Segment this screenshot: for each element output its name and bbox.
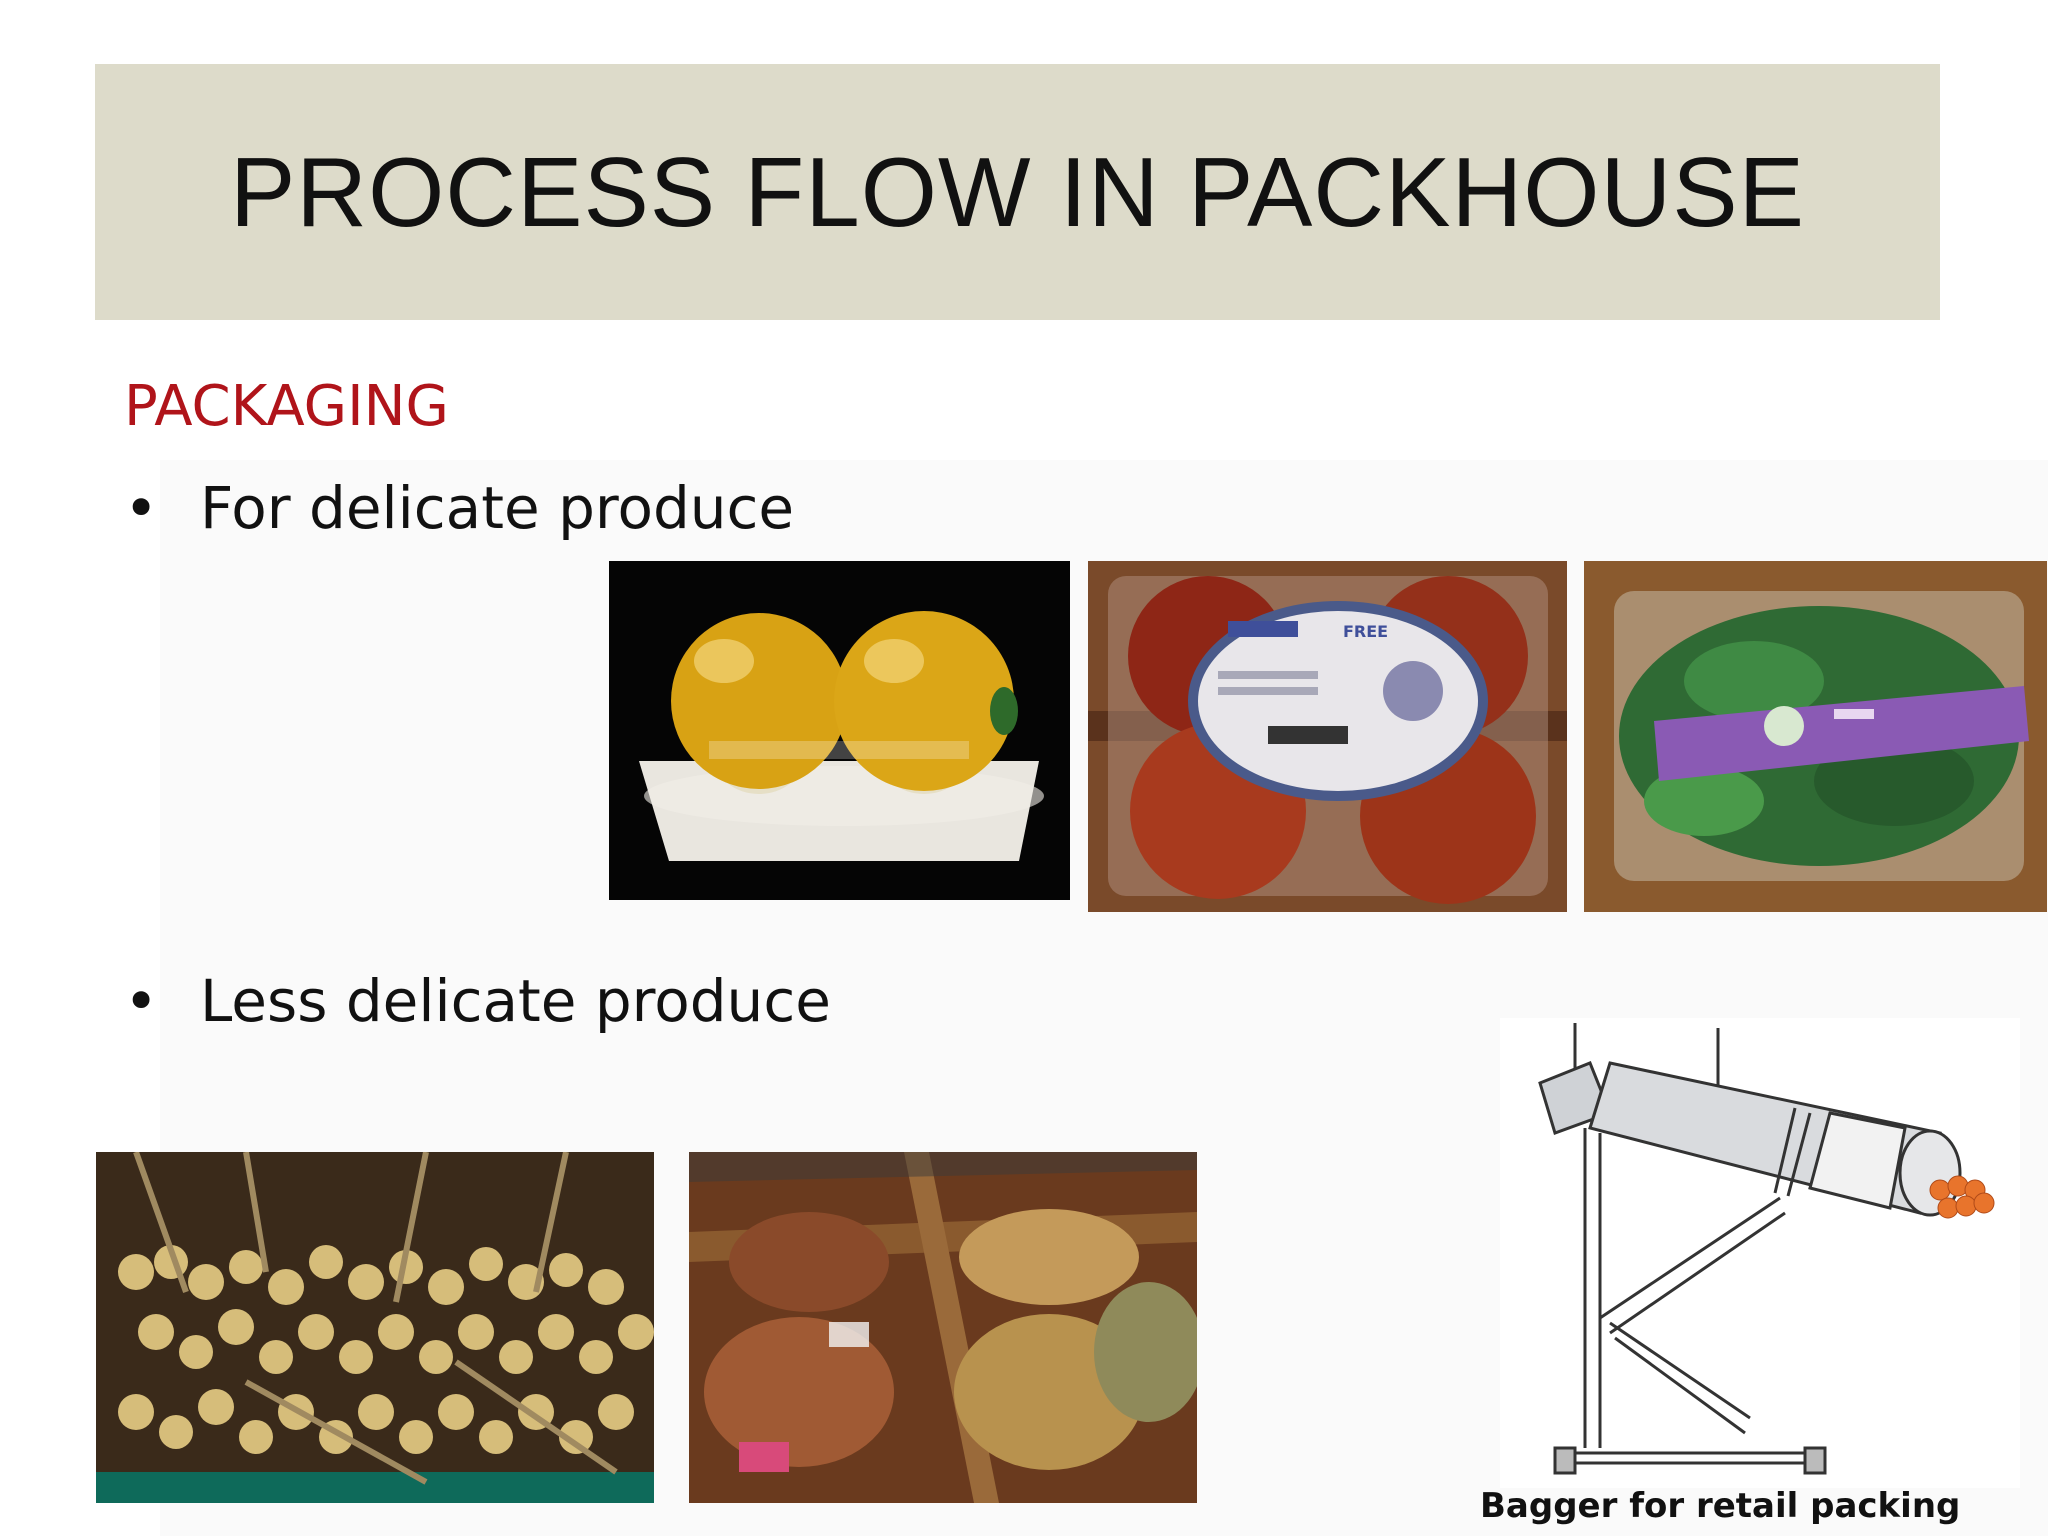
photo-netted-produce <box>689 1152 1197 1503</box>
bullet-text: Less delicate produce <box>200 967 831 1035</box>
title-band: PROCESS FLOW IN PACKHOUSE <box>95 64 1940 320</box>
bagger-caption: Bagger for retail packing <box>1480 1486 1961 1526</box>
slide-title: PROCESS FLOW IN PACKHOUSE <box>229 136 1806 247</box>
photo-apple-clamshell: FREE <box>1088 561 1567 912</box>
photo-tray-pears <box>609 561 1070 900</box>
section-heading: PACKAGING <box>124 374 449 439</box>
photo-greens-clamshell <box>1584 561 2047 912</box>
photo-longan-bunches <box>96 1152 654 1503</box>
sticker-text: FREE <box>1343 622 1388 641</box>
bullet-marker: • <box>124 474 159 542</box>
bagger-diagram <box>1500 1018 2020 1488</box>
bullet-marker: • <box>124 967 159 1035</box>
bullet-text: For delicate produce <box>200 474 795 542</box>
